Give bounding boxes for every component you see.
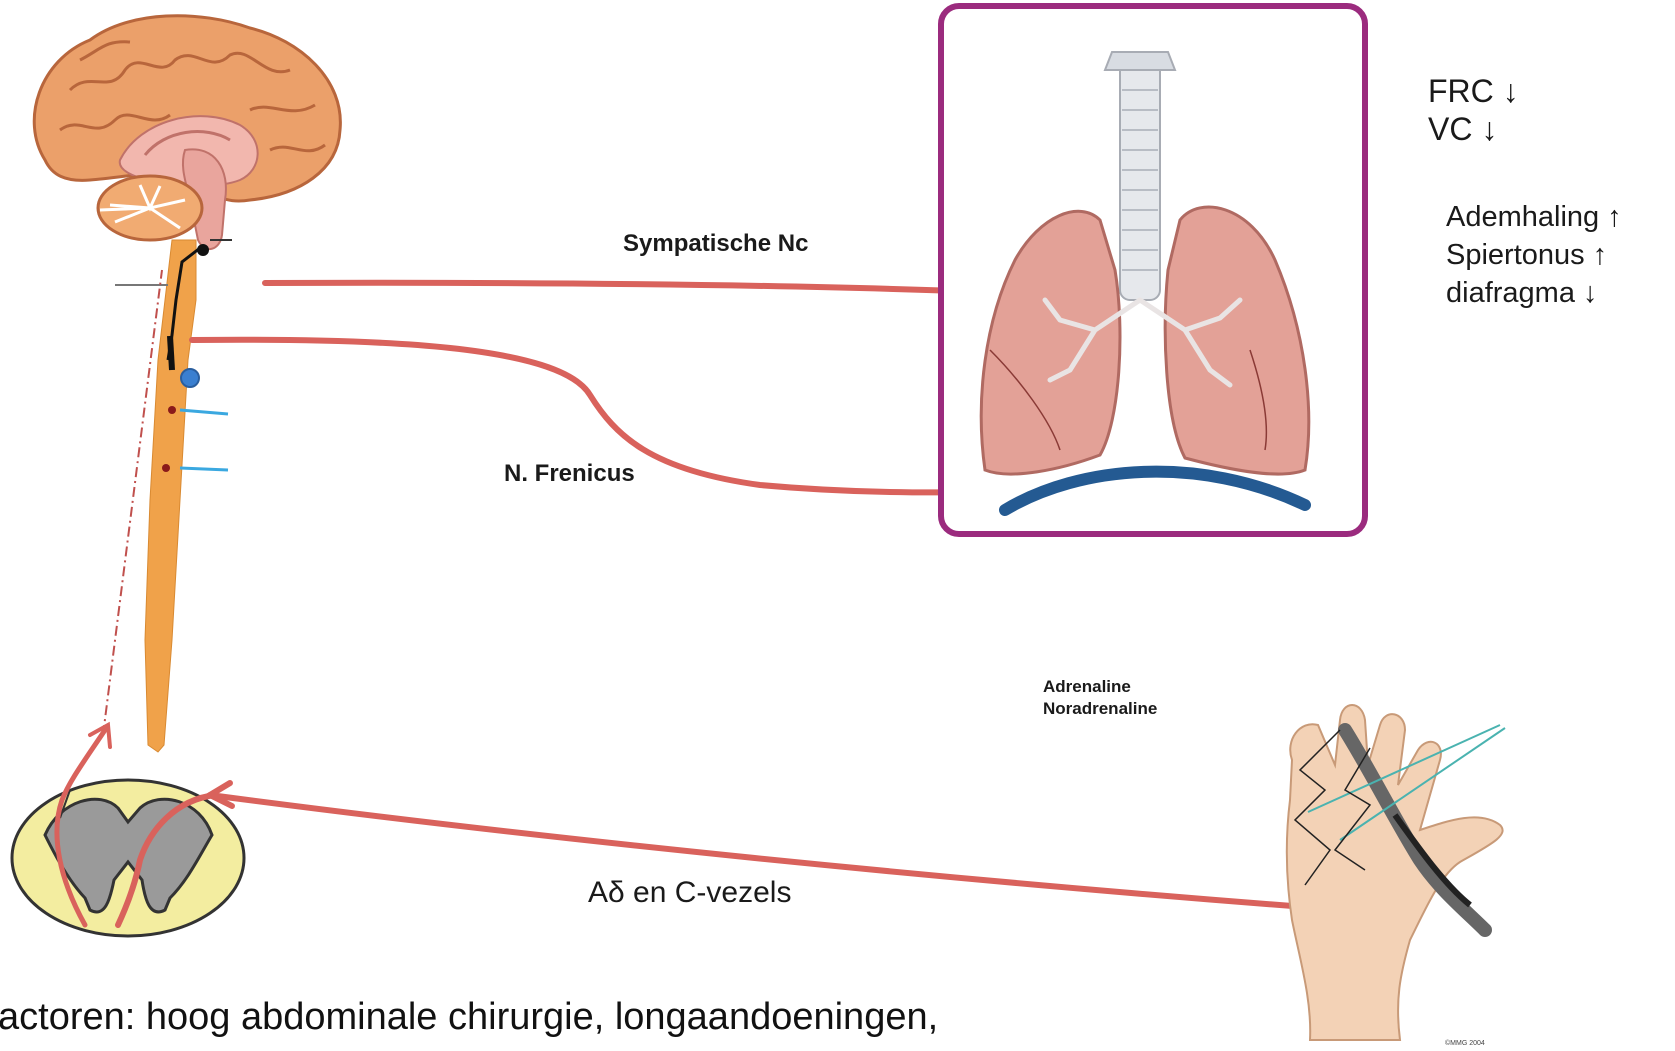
- hormone-list: Adrenaline Noradrenaline: [1043, 676, 1157, 720]
- lungs-panel: [941, 6, 1365, 534]
- frc-label: FRC ↓: [1428, 72, 1519, 110]
- phrenic-nerve-label: N. Frenicus: [504, 460, 635, 488]
- brain-icon: [34, 16, 340, 249]
- noradrenaline-label: Noradrenaline: [1043, 698, 1157, 720]
- spinal-cross-section-icon: [12, 780, 244, 936]
- adrenaline-label: Adrenaline: [1043, 676, 1157, 698]
- diaphragm-label: diafragma ↓: [1446, 274, 1622, 312]
- muscle-tone-label: Spiertonus ↑: [1446, 236, 1622, 274]
- risk-factors-footer: actoren: hoog abdominale chirurgie, long…: [0, 996, 938, 1039]
- sympathetic-nerve-label: Sympatische Nc: [623, 230, 808, 258]
- lung-volume-list: FRC ↓ VC ↓: [1428, 72, 1519, 148]
- breathing-label: Ademhaling ↑: [1446, 198, 1622, 236]
- sympathetic-nerve-line: [265, 283, 985, 292]
- spinal-cord-icon: [103, 240, 232, 752]
- copyright-label: ©MMG 2004: [1445, 1040, 1485, 1047]
- effects-list: Ademhaling ↑ Spiertonus ↑ diafragma ↓: [1446, 198, 1622, 312]
- hand-incision-icon: [1287, 705, 1505, 1040]
- vc-label: VC ↓: [1428, 110, 1519, 148]
- afferent-fibers-label: Aδ en C-vezels: [588, 876, 791, 910]
